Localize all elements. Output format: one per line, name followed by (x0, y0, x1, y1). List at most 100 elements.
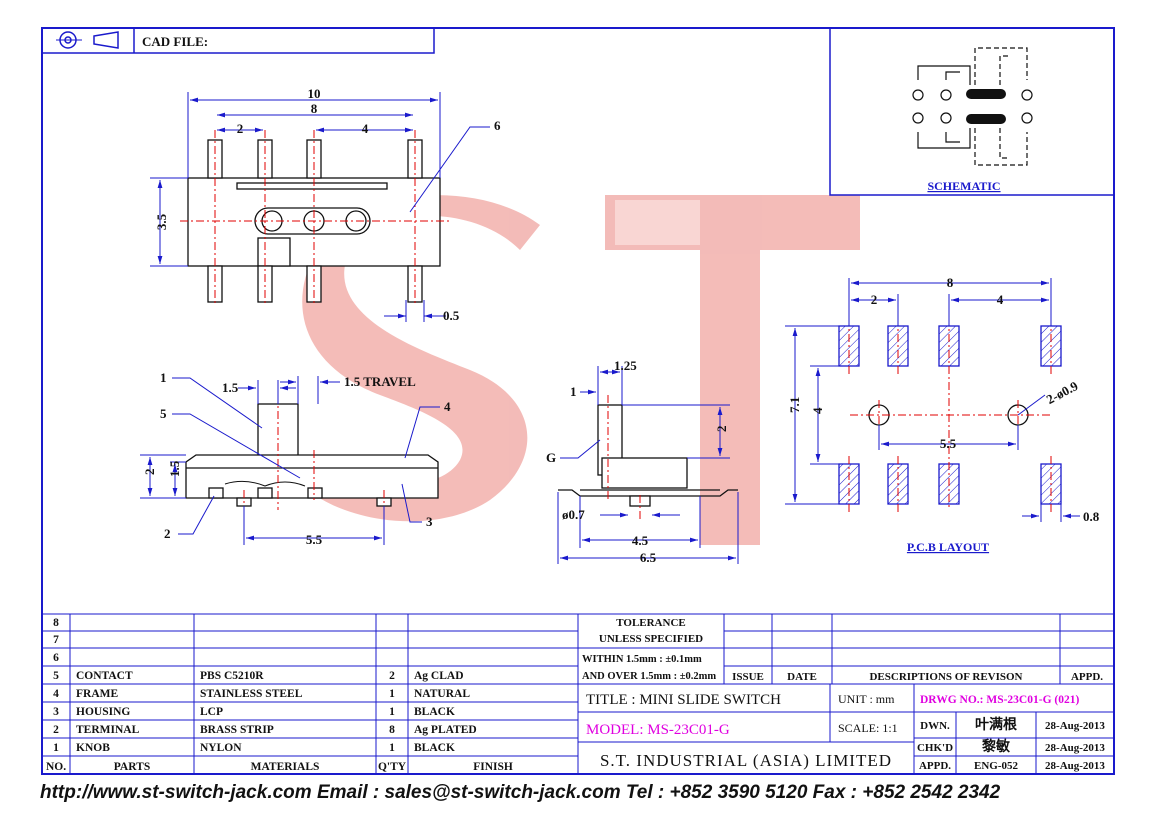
dwn-label: DWN. (920, 720, 950, 732)
tolerance-within: WITHIN 1.5mm : ±0.1mm (582, 654, 702, 665)
bom-cell-qty: 1 (389, 742, 395, 754)
tolerance-over: AND OVER 1.5mm : ±0.2mm (582, 671, 716, 682)
bom-cell-no: 8 (53, 617, 59, 629)
dim-6-5: 6.5 (640, 550, 657, 565)
rev-description: DESCRIPTIONS OF REVISON (869, 671, 1022, 683)
drawing-number: DRWG NO.: MS-23C01-G (021) (920, 694, 1079, 706)
bom-cell-material: NYLON (200, 742, 242, 754)
callout-5: 5 (160, 406, 167, 421)
rev-issue: ISSUE (732, 671, 764, 683)
bom-cell-part: TERMINAL (76, 724, 140, 736)
dim-0-5: 0.5 (443, 308, 460, 323)
callout-4: 4 (444, 399, 451, 414)
pcb-dim-0-8: 0.8 (1083, 509, 1100, 524)
callout-1: 1 (160, 370, 167, 385)
appd-label: APPD. (919, 760, 951, 772)
bom-cell-material: STAINLESS STEEL (200, 688, 303, 700)
dim-2: 2 (237, 121, 244, 136)
bom-cell-no: 1 (53, 742, 59, 754)
rev-appd: APPD. (1071, 671, 1103, 683)
pcb-layout: 8 2 4 7.1 4 2-ø0.9 5.5 0.8 P.C.B LAYOUT (785, 275, 1100, 554)
dim-4: 4 (362, 121, 369, 136)
dim-1-5-knob: 1.5 (222, 380, 239, 395)
bom-header-finish: FINISH (473, 761, 513, 773)
bom-cell-finish: Ag CLAD (414, 670, 464, 682)
tolerance-subtitle: UNLESS SPECIFIED (599, 633, 703, 645)
bom-cell-material: LCP (200, 706, 223, 718)
bom-cell-part: FRAME (76, 688, 118, 700)
pcb-dim-7-1: 7.1 (787, 397, 802, 413)
bom-cell-part: KNOB (76, 742, 110, 754)
front-view: 1.5 1.5 TRAVEL 1 5 4 2 1.5 2 3 5.5 (140, 370, 451, 547)
side-view: 1.25 1 2 G ø0.7 4.5 6.5 (546, 358, 739, 565)
scale-label: SCALE: 1:1 (838, 721, 898, 735)
dim-4-5: 4.5 (632, 533, 649, 548)
bom-cell-finish: BLACK (414, 742, 455, 754)
pcb-layout-label: P.C.B LAYOUT (907, 540, 989, 554)
chkd-label: CHK'D (917, 742, 953, 754)
dwn-date: 28-Aug-2013 (1045, 720, 1105, 732)
contact-footer: http://www.st-switch-jack.com Email : sa… (40, 782, 1001, 803)
tolerance-title: TOLERANCE (616, 617, 685, 629)
chkd-name: 黎敏 (982, 738, 1011, 755)
header: CAD FILE: (41, 27, 435, 54)
dim-8: 8 (311, 101, 318, 116)
title-block: TOLERANCE UNLESS SPECIFIED WITHIN 1.5mm … (577, 613, 1115, 775)
schematic: SCHEMATIC (829, 27, 1115, 196)
bom-cell-no: 4 (53, 688, 59, 700)
pcb-dim-5-5: 5.5 (940, 436, 957, 451)
callout-g: G (546, 450, 556, 465)
bom-cell-finish: BLACK (414, 706, 455, 718)
dim-travel: 1.5 TRAVEL (344, 374, 416, 389)
watermark-logo: ST (290, 195, 860, 545)
cad-file-label: CAD FILE: (142, 34, 208, 49)
bom-cell-part: HOUSING (76, 706, 130, 718)
bom-header-qty: Q'TY (378, 761, 407, 773)
dim-3-5: 3.5 (154, 213, 169, 230)
bom-cell-part: CONTACT (76, 670, 133, 682)
callout-6: 6 (494, 118, 501, 133)
dim-1-5-height: 1.5 (167, 460, 182, 477)
bom-header-materials: MATERIALS (251, 761, 320, 773)
callout-3: 3 (426, 514, 433, 529)
dim-5-5-front: 5.5 (306, 532, 323, 547)
pcb-dim-4: 4 (997, 292, 1004, 307)
appd-date: 28-Aug-2013 (1045, 760, 1105, 772)
bom-cell-qty: 8 (389, 724, 395, 736)
dim-2-side: 2 (714, 426, 729, 433)
rev-date: DATE (787, 671, 817, 683)
dim-2-height: 2 (142, 469, 157, 476)
bom-cell-material: PBS C5210R (200, 670, 264, 682)
top-view: 10 8 2 4 3.5 0.5 6 (150, 86, 501, 323)
chkd-date: 28-Aug-2013 (1045, 742, 1105, 754)
bom-cell-finish: NATURAL (414, 688, 470, 700)
bom-cell-no: 7 (53, 634, 59, 646)
dim-dia-0-7: ø0.7 (562, 507, 585, 522)
bom-cell-no: 5 (53, 670, 59, 682)
callout-2: 2 (164, 526, 171, 541)
model-text: MODEL: MS-23C01-G (586, 722, 730, 738)
bom-cell-qty: 1 (389, 706, 395, 718)
pcb-hole-dim: 2-ø0.9 (1044, 378, 1081, 407)
pcb-dim-4-vertical: 4 (810, 407, 825, 414)
bom-cell-qty: 1 (389, 688, 395, 700)
dim-1-25: 1.25 (614, 358, 637, 373)
bom-header-no: NO. (46, 761, 66, 773)
appd-name: ENG-052 (974, 760, 1019, 772)
projection-cone-icon (93, 31, 119, 49)
dim-1-side: 1 (570, 384, 577, 399)
bom-cell-no: 6 (53, 652, 59, 664)
title-text: TITLE : MINI SLIDE SWITCH (586, 692, 781, 708)
dwn-name: 叶满根 (975, 716, 1018, 733)
bom-cell-finish: Ag PLATED (414, 724, 477, 736)
bom-cell-qty: 2 (389, 670, 395, 682)
bom-cell-material: BRASS STRIP (200, 724, 274, 736)
company-name: S.T. INDUSTRIAL (ASIA) LIMITED (600, 751, 892, 770)
bom-cell-no: 3 (53, 706, 59, 718)
unit-label: UNIT : mm (838, 692, 895, 706)
pcb-dim-8: 8 (947, 275, 954, 290)
bom-cell-no: 2 (53, 724, 59, 736)
bom-table: 8 7 6 5 CONTACT PBS C5210R 2 Ag CLAD 4 FRAME STAIN… (41, 613, 579, 775)
bom-header-parts: PARTS (114, 761, 150, 773)
